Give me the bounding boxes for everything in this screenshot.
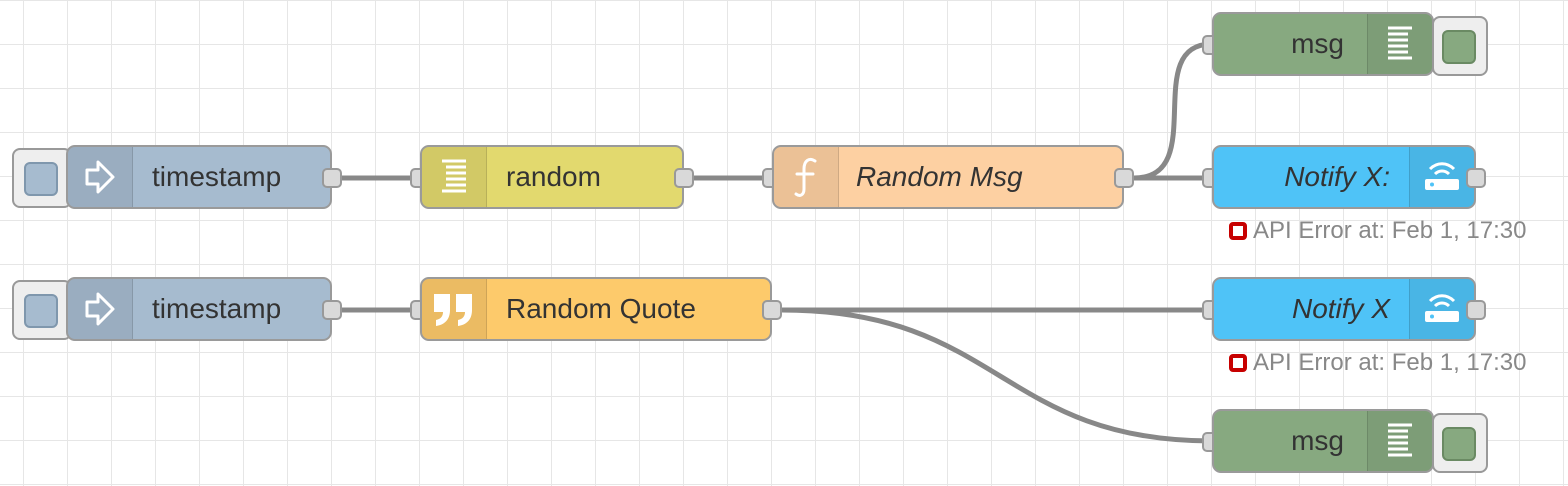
output-port-notify-2[interactable] [1466, 300, 1486, 320]
node-label-random: random [506, 161, 601, 192]
node-label-notify-1: Notify X: [1284, 161, 1390, 192]
node-label-notify-2: Notify X [1291, 293, 1390, 324]
wire-randommsg-msg1[interactable] [1133, 41, 1213, 181]
inject-trigger-icon [24, 162, 58, 196]
function-icon [774, 147, 839, 207]
arrow-in-icon [68, 147, 133, 207]
node-random-quote[interactable]: Random Quote [420, 277, 772, 341]
inject-button-timestamp-2[interactable] [12, 280, 72, 340]
output-port-random-msg[interactable] [1114, 168, 1134, 188]
node-label-random-quote: Random Quote [506, 293, 696, 324]
node-timestamp-2[interactable]: timestamp [66, 277, 332, 341]
output-port-random[interactable] [674, 168, 694, 188]
output-port-timestamp-2[interactable] [322, 300, 342, 320]
error-status-icon [1229, 222, 1247, 240]
node-label-random-msg: Random Msg [856, 161, 1023, 192]
status-text-notify-2: API Error at: Feb 1, 17:30 [1253, 349, 1527, 376]
node-msg-2[interactable]: msg [1212, 409, 1434, 473]
status-text-notify-1: API Error at: Feb 1, 17:30 [1253, 217, 1527, 244]
wifi-router-icon [1409, 147, 1474, 207]
list-icon [422, 147, 487, 207]
node-notify-2[interactable]: Notify X [1212, 277, 1476, 341]
list-icon [1367, 411, 1432, 471]
wifi-router-icon [1409, 279, 1474, 339]
inject-button-timestamp-1[interactable] [12, 148, 72, 208]
debug-toggle-icon [1442, 30, 1476, 64]
status-notify-2: API Error at: Feb 1, 17:30 [1229, 349, 1526, 377]
arrow-in-icon [68, 279, 133, 339]
debug-toggle-msg-2[interactable] [1432, 413, 1488, 473]
status-notify-1: API Error at: Feb 1, 17:30 [1229, 217, 1526, 245]
output-port-random-quote[interactable] [762, 300, 782, 320]
inject-trigger-icon [24, 294, 58, 328]
debug-toggle-msg-1[interactable] [1432, 16, 1488, 76]
node-notify-1[interactable]: Notify X: [1212, 145, 1476, 209]
node-random-msg[interactable]: Random Msg [772, 145, 1124, 209]
error-status-icon [1229, 354, 1247, 372]
node-timestamp-1[interactable]: timestamp [66, 145, 332, 209]
wire-randomquote-msg2[interactable] [781, 307, 1213, 444]
node-msg-1[interactable]: msg [1212, 12, 1434, 76]
node-label-timestamp-2: timestamp [152, 293, 282, 324]
node-label-msg-1: msg [1291, 28, 1344, 59]
node-random[interactable]: random [420, 145, 684, 209]
list-icon [1367, 14, 1432, 74]
quote-icon [422, 279, 487, 339]
debug-toggle-icon [1442, 427, 1476, 461]
output-port-notify-1[interactable] [1466, 168, 1486, 188]
output-port-timestamp-1[interactable] [322, 168, 342, 188]
node-label-timestamp-1: timestamp [152, 161, 282, 192]
node-label-msg-2: msg [1291, 425, 1344, 456]
